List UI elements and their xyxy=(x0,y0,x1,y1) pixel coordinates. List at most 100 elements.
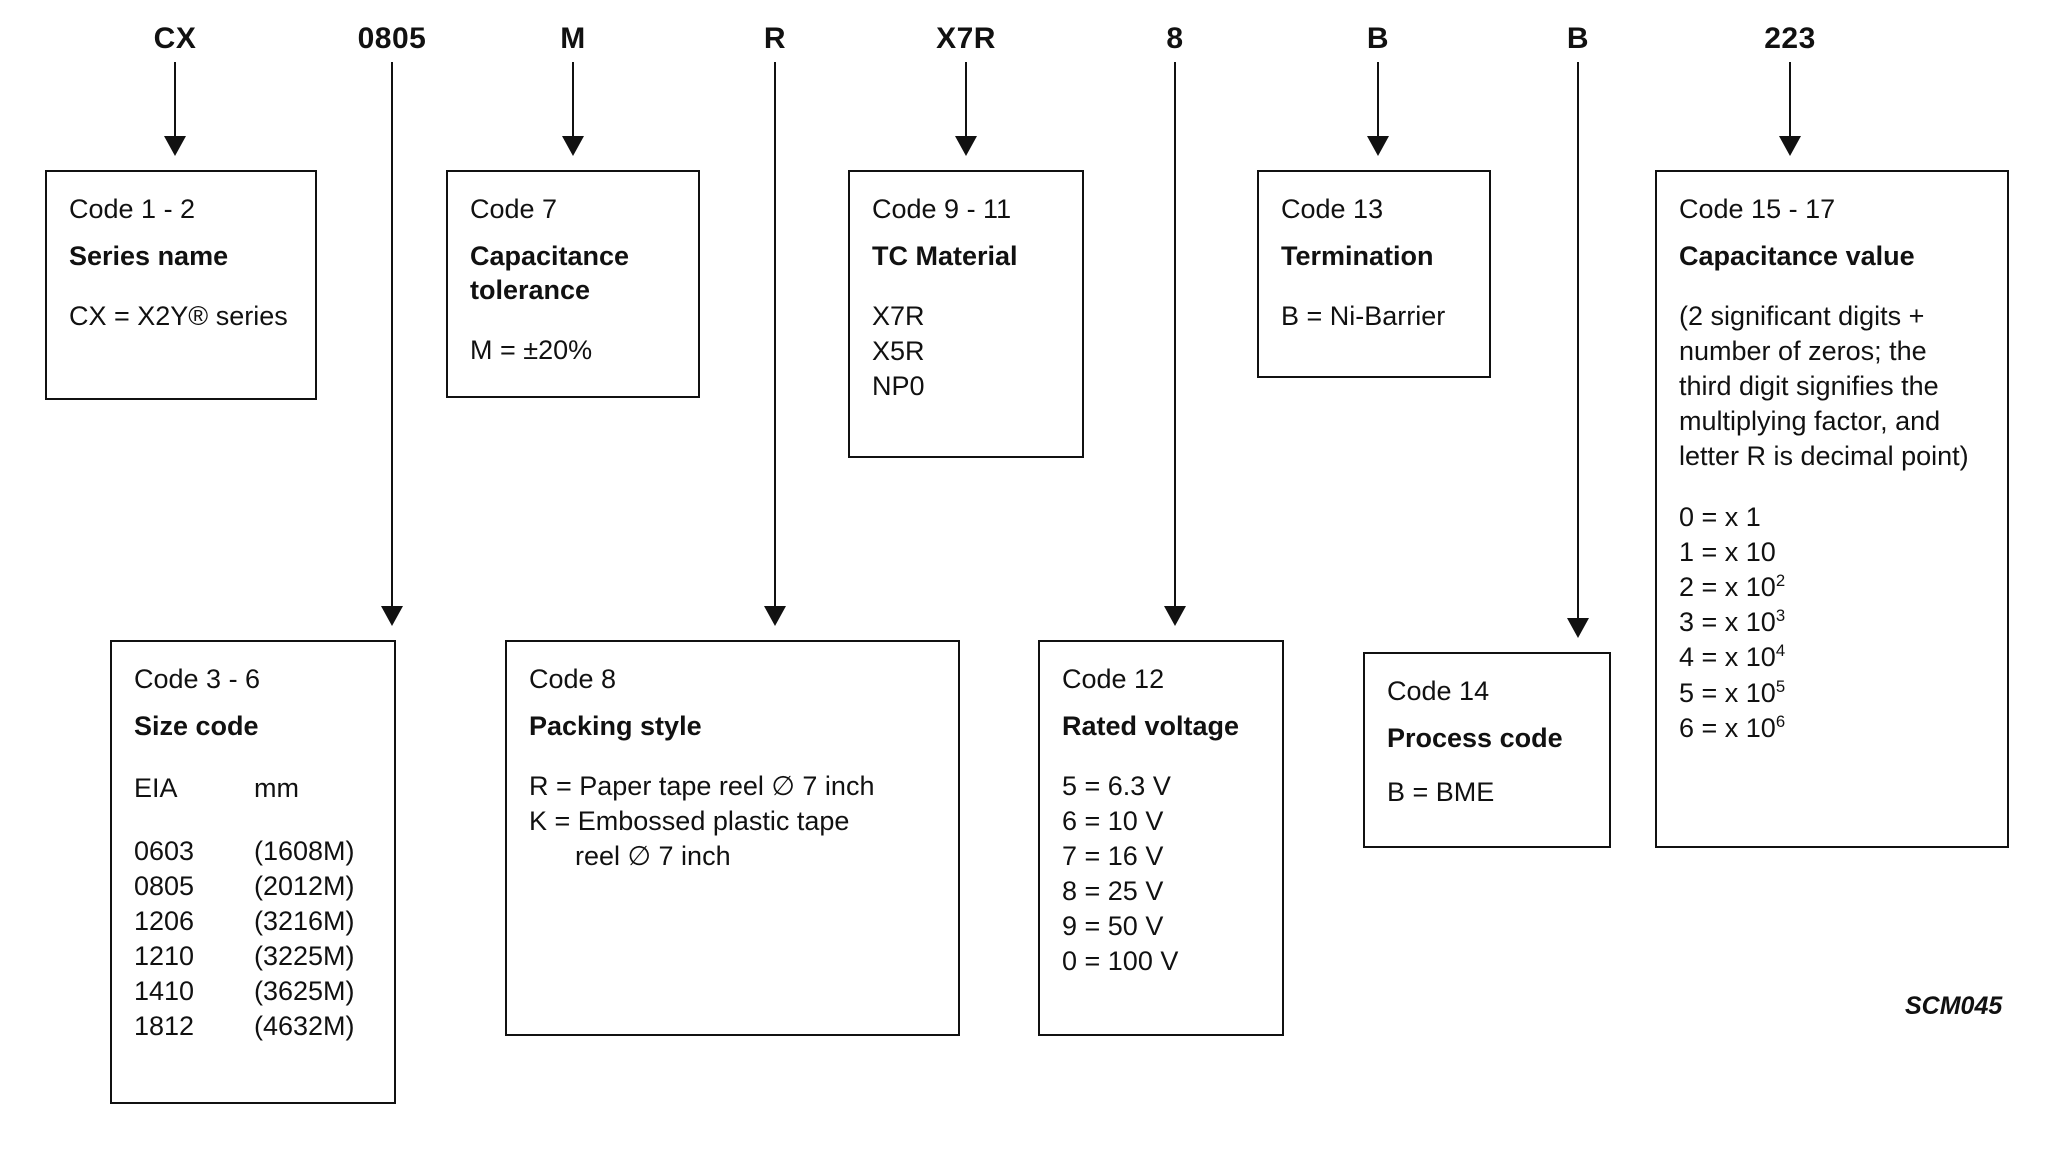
cap-value-note-line: third digit signifies the xyxy=(1679,370,1939,401)
box-series-name-title: Series name xyxy=(69,240,229,271)
packing-style-option-r: R = Paper tape reel ∅ 7 inch xyxy=(529,770,875,801)
box-rated-voltage-code: Code 12 xyxy=(1062,664,1165,694)
box-series-name-code: Code 1 - 2 xyxy=(69,194,196,224)
box-series-name-note: CX = X2Y® series xyxy=(69,300,288,331)
capacitance-multiplier-row: 1 = x 10 xyxy=(1679,537,1776,568)
rated-voltage-option: 9 = 50 V xyxy=(1062,910,1164,941)
multiplier-exponent: 5 xyxy=(1775,676,1786,696)
part-code-token-tc-material: X7R xyxy=(936,22,996,55)
connector-line-cap-value xyxy=(1789,62,1791,140)
multiplier-exponent: 2 xyxy=(1775,571,1786,591)
box-termination-code: Code 13 xyxy=(1281,194,1384,224)
size-code-mm: (4632M) xyxy=(254,1011,355,1042)
size-code-row: 1812(4632M) xyxy=(134,1009,376,1044)
cap-value-note-line: number of zeros; the xyxy=(1679,335,1927,366)
capacitance-multiplier-row: 5 = x 105 xyxy=(1679,676,1786,708)
tc-material-option: NP0 xyxy=(872,370,925,401)
part-code-token-voltage: 8 xyxy=(1166,22,1184,55)
arrow-head-voltage xyxy=(1164,606,1186,626)
box-capacitance-value-title: Capacitance value xyxy=(1679,240,1915,271)
box-capacitance-value-code: Code 15 - 17 xyxy=(1679,194,1836,224)
box-process-code-note: B = BME xyxy=(1387,776,1495,807)
size-code-mm: (2012M) xyxy=(254,870,355,901)
packing-style-option-k-cont: reel ∅ 7 inch xyxy=(575,840,731,871)
connector-line-tc-material xyxy=(965,62,967,140)
arrow-head-process xyxy=(1567,618,1589,638)
capacitance-multiplier-row: 6 = x 106 xyxy=(1679,711,1786,743)
size-code-mm: (3225M) xyxy=(254,940,355,971)
box-packing-style-code: Code 8 xyxy=(529,664,617,694)
arrow-head-packing xyxy=(764,606,786,626)
box-rated-voltage: Code 12 Rated voltage 5 = 6.3 V 6 = 10 V 7… xyxy=(1038,640,1284,1036)
box-series-name: Code 1 - 2 Series name CX = X2Y® series xyxy=(45,170,317,400)
rated-voltage-option: 6 = 10 V xyxy=(1062,805,1164,836)
arrow-head-size xyxy=(381,606,403,626)
part-code-token-packing: R xyxy=(763,22,787,55)
box-capacitance-tolerance-code: Code 7 xyxy=(470,194,558,224)
arrow-head-series xyxy=(164,136,186,156)
box-process-code-code: Code 14 xyxy=(1387,676,1490,706)
part-code-token-termination: B xyxy=(1366,22,1390,55)
box-size-code: Code 3 - 6 Size code EIA mm 0603(1608M)0… xyxy=(110,640,396,1104)
box-termination-title: Termination xyxy=(1281,240,1434,271)
size-code-row: 1210 (3225M) xyxy=(134,939,376,974)
box-process-code: Code 14 Process code B = BME xyxy=(1363,652,1611,848)
connector-line-process xyxy=(1577,62,1579,622)
box-tc-material: Code 9 - 11 TC Material X7R X5R NP0 xyxy=(848,170,1084,458)
cap-value-note-line: (2 significant digits + xyxy=(1679,300,1925,331)
box-packing-style: Code 8 Packing style R = Paper tape reel… xyxy=(505,640,960,1036)
size-code-header-eia: EIA xyxy=(134,772,178,803)
connector-line-termination xyxy=(1377,62,1379,140)
cap-value-note-line: multiplying factor, and xyxy=(1679,405,1941,436)
figure-id-label: SCM045 xyxy=(1905,992,2003,1020)
box-capacitance-tolerance-title1: Capacitance xyxy=(470,240,630,271)
size-code-eia: 0603 xyxy=(134,835,195,866)
multiplier-exponent: 3 xyxy=(1775,606,1786,626)
box-termination: Code 13 Termination B = Ni-Barrier xyxy=(1257,170,1491,378)
size-code-rows: 0603(1608M)0805(2012M)1206(3216M)1210(32… xyxy=(134,834,376,1045)
arrow-head-tc-material xyxy=(955,136,977,156)
capacitance-multiplier-row: 3 = x 103 xyxy=(1679,606,1786,638)
rated-voltage-option: 0 = 100 V xyxy=(1062,946,1179,977)
box-tc-material-title: TC Material xyxy=(872,240,1018,271)
tc-material-option: X5R xyxy=(872,335,925,366)
part-code-token-size: 0805 xyxy=(357,22,427,55)
box-capacitance-value-note: (2 significant digits + number of zeros;… xyxy=(1679,299,1989,474)
part-code-token-process: B xyxy=(1566,22,1590,55)
box-packing-style-title: Packing style xyxy=(529,710,702,741)
box-process-code-title: Process code xyxy=(1387,722,1563,753)
capacitance-multiplier-row: 2 = x 102 xyxy=(1679,571,1786,603)
rated-voltage-option: 7 = 16 V xyxy=(1062,840,1164,871)
arrow-head-termination xyxy=(1367,136,1389,156)
box-capacitance-value: Code 15 - 17 Capacitance value (2 signif… xyxy=(1655,170,2009,848)
rated-voltage-option: 5 = 6.3 V xyxy=(1062,770,1171,801)
size-code-mm: (3216M) xyxy=(254,905,355,936)
box-rated-voltage-title: Rated voltage xyxy=(1062,710,1240,741)
size-code-eia: 1206 xyxy=(134,905,195,936)
box-size-code-title: Size code xyxy=(134,710,259,741)
part-code-token-cap-value: 223 xyxy=(1764,22,1816,55)
part-code-token-series: CX xyxy=(153,22,197,55)
size-code-mm: (3625M) xyxy=(254,976,355,1007)
box-tc-material-code: Code 9 - 11 xyxy=(872,194,1012,224)
size-code-row: 1410 (3625M) xyxy=(134,974,376,1009)
connector-line-tolerance xyxy=(572,62,574,140)
connector-line-series xyxy=(174,62,176,140)
arrow-head-tolerance xyxy=(562,136,584,156)
size-code-eia: 1410 xyxy=(134,976,195,1007)
size-code-row: 1206 (3216M) xyxy=(134,904,376,939)
multiplier-exponent: 4 xyxy=(1775,641,1786,661)
connector-line-packing xyxy=(774,62,776,610)
multiplier-exponent: 6 xyxy=(1775,711,1786,731)
arrow-head-cap-value xyxy=(1779,136,1801,156)
size-code-row: 0805(2012M) xyxy=(134,869,376,904)
box-termination-note: B = Ni-Barrier xyxy=(1281,300,1446,331)
capacitance-multiplier-row: 0 = x 1 xyxy=(1679,502,1761,533)
box-tc-material-options: X7R X5R NP0 xyxy=(872,299,1064,404)
cap-value-note-line: letter R is decimal point) xyxy=(1679,440,1969,471)
size-code-eia: 1210 xyxy=(134,940,195,971)
size-code-header-mm: mm xyxy=(254,772,299,803)
tc-material-option: X7R xyxy=(872,300,925,331)
